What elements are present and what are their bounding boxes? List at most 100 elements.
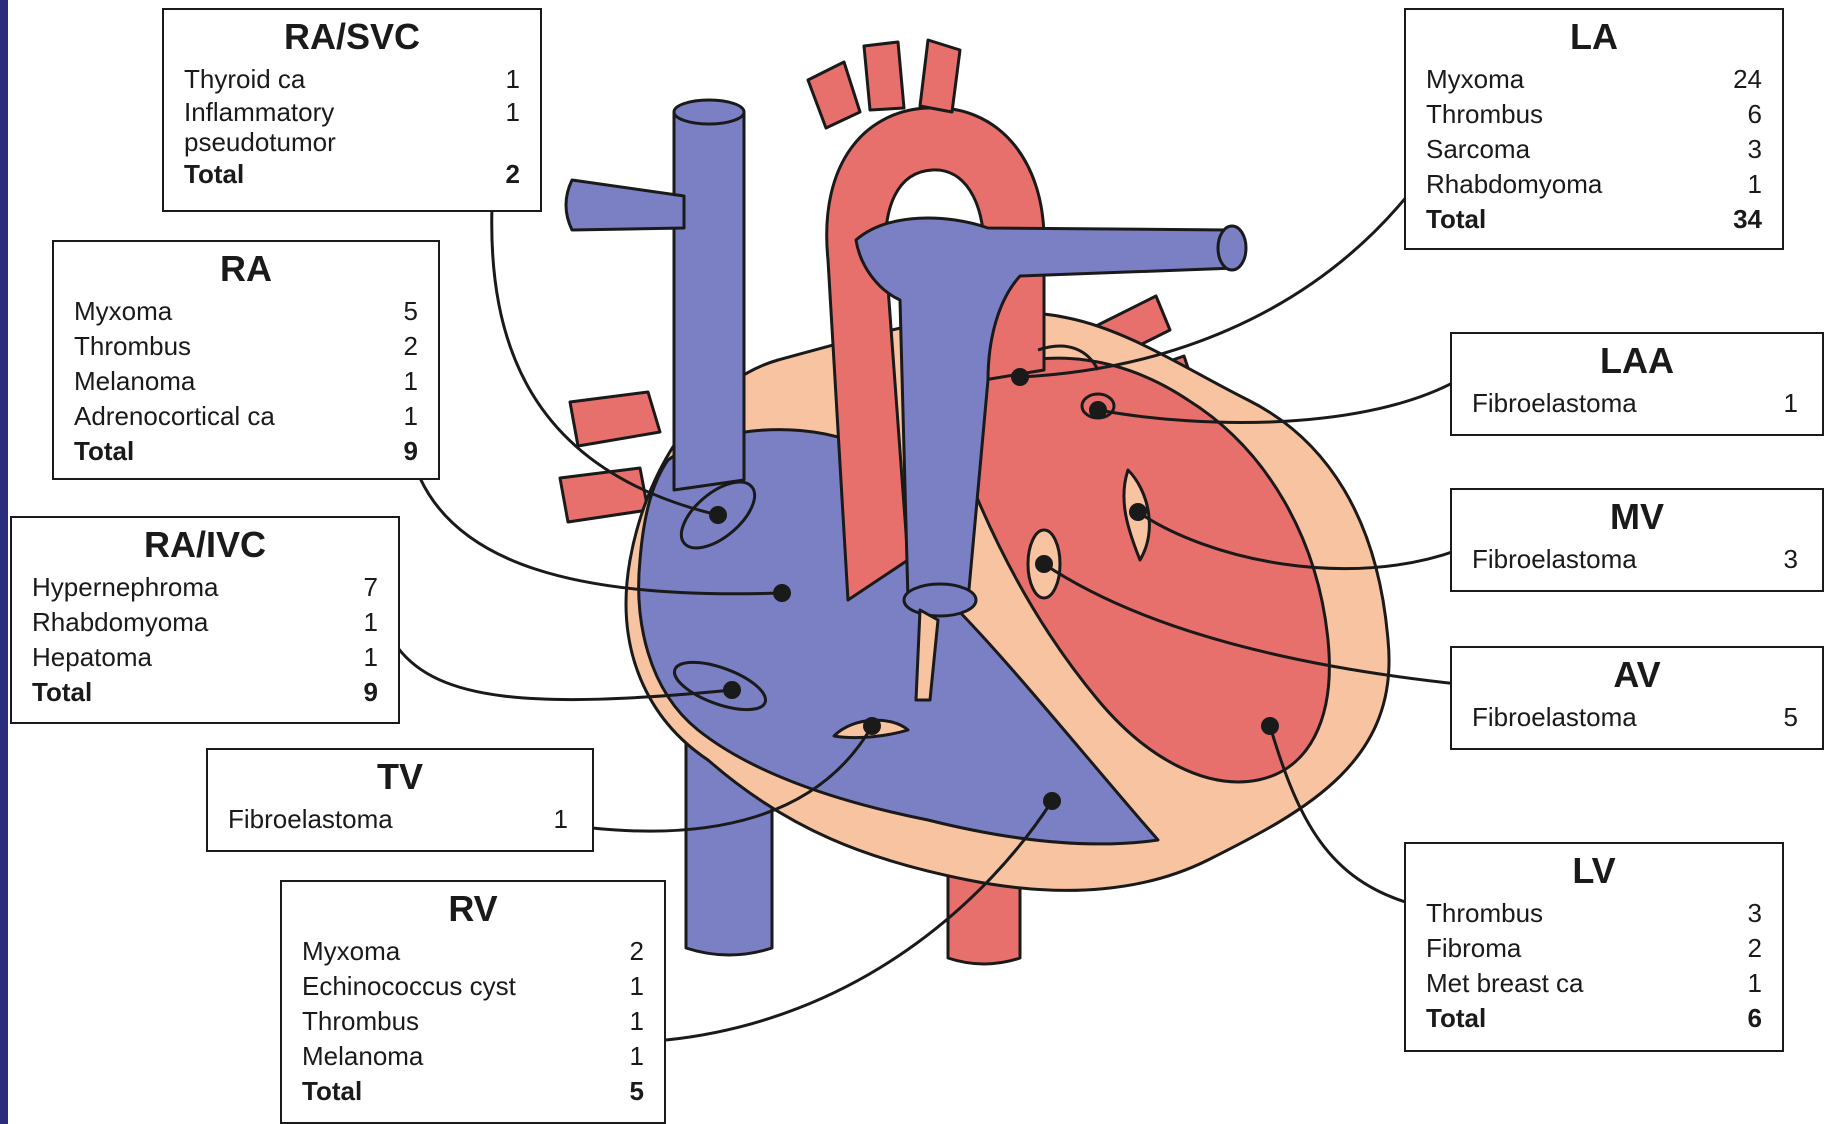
row-label: Echinococcus cyst — [302, 969, 516, 1004]
row-label: Thrombus — [1426, 97, 1543, 132]
table-row: Myxoma 2 — [302, 934, 644, 969]
row-label: Met breast ca — [1426, 966, 1584, 1001]
dot-laa — [1089, 401, 1107, 419]
dot-mv — [1129, 503, 1147, 521]
dot-la — [1011, 368, 1029, 386]
row-count: 1 — [1732, 966, 1762, 1001]
total-label: Total — [74, 434, 134, 469]
label-box-ra-svc: RA/SVC Thyroid ca1 Inflammatory pseudotu… — [162, 8, 542, 212]
table-row: Thrombus 3 — [1426, 896, 1762, 931]
table-row: Thrombus 6 — [1426, 97, 1762, 132]
row-count: 6 — [1732, 97, 1762, 132]
row-label: Melanoma — [302, 1039, 423, 1074]
table-row: Hepatoma 1 — [32, 640, 378, 675]
arch-branch-3 — [920, 40, 960, 112]
row-count: 3 — [1732, 896, 1762, 931]
total-row: Total 9 — [74, 434, 418, 469]
label-box-av: AV Fibroelastoma 5 — [1450, 646, 1824, 750]
box-title: LV — [1426, 852, 1762, 890]
row-count: 7 — [348, 570, 378, 605]
box-title: AV — [1472, 656, 1802, 694]
table-row: Thrombus 1 — [302, 1004, 644, 1039]
row-count: 1 — [1732, 167, 1762, 202]
total-count: 2 — [490, 157, 520, 192]
total-label: Total — [302, 1074, 362, 1109]
superior-vena-cava — [674, 112, 744, 490]
box-title: RA/IVC — [32, 526, 378, 564]
row-label: Thrombus — [302, 1004, 419, 1039]
row-label: Melanoma — [74, 364, 195, 399]
row-count: 1 — [388, 399, 418, 434]
row-label: Rhabdomyoma — [32, 605, 208, 640]
row-label: Thrombus — [1426, 896, 1543, 931]
box-title: LAA — [1472, 342, 1802, 380]
table-row: Melanoma 1 — [74, 364, 418, 399]
row-count: 2 — [614, 934, 644, 969]
total-count: 5 — [614, 1074, 644, 1109]
box-title: MV — [1472, 498, 1802, 536]
row-count: 3 — [1768, 542, 1798, 577]
row-count: 1 — [348, 640, 378, 675]
row-count: 1 — [614, 1039, 644, 1074]
row-label: Myxoma — [302, 934, 400, 969]
row-count: 1 — [490, 97, 520, 127]
table-row: Adrenocortical ca 1 — [74, 399, 418, 434]
row-label: Myxoma — [1426, 62, 1524, 97]
row-label: Inflammatory pseudotumor — [184, 97, 404, 157]
total-label: Total — [1426, 1001, 1486, 1036]
svc-opening — [674, 100, 744, 124]
total-row: Total 6 — [1426, 1001, 1762, 1036]
brachiocephalic-vein — [566, 180, 684, 230]
table-row: Hypernephroma 7 — [32, 570, 378, 605]
row-label: Fibroelastoma — [1472, 386, 1637, 421]
total-label: Total — [1426, 202, 1486, 237]
row-count: 2 — [388, 329, 418, 364]
table-row: Rhabdomyoma 1 — [32, 605, 378, 640]
row-label: Hepatoma — [32, 640, 152, 675]
row-label: Fibroelastoma — [1472, 542, 1637, 577]
table-row: Echinococcus cyst 1 — [302, 969, 644, 1004]
box-title: TV — [228, 758, 572, 796]
dot-ra — [773, 584, 791, 602]
right-pulmonary-artery-lower — [560, 468, 648, 522]
arch-branch-1 — [808, 62, 860, 128]
table-row: Myxoma5 — [74, 294, 418, 329]
box-title: RA/SVC — [184, 18, 520, 56]
row-count: 1 — [614, 1004, 644, 1039]
row-count: 5 — [1768, 700, 1798, 735]
row-label: Adrenocortical ca — [74, 399, 275, 434]
table-row: Fibroelastoma 3 — [1472, 542, 1802, 577]
box-title: LA — [1426, 18, 1762, 56]
label-box-lv: LV Thrombus 3 Fibroma2 Met breast ca 1 Tot… — [1404, 842, 1784, 1052]
total-count: 9 — [388, 434, 418, 469]
dot-lv — [1261, 717, 1279, 735]
dot-ra-ivc — [723, 681, 741, 699]
row-label: Rhabdomyoma — [1426, 167, 1602, 202]
row-count: 1 — [614, 969, 644, 1004]
box-title: RV — [302, 890, 644, 928]
row-label: Thrombus — [74, 329, 191, 364]
pulmonary-valve — [904, 584, 976, 616]
row-count: 1 — [490, 62, 520, 97]
total-label: Total — [32, 675, 92, 710]
label-box-mv: MV Fibroelastoma 3 — [1450, 488, 1824, 592]
row-label: Fibroelastoma — [228, 802, 393, 837]
total-count: 6 — [1732, 1001, 1762, 1036]
row-count: 1 — [348, 605, 378, 640]
table-row: Fibroelastoma 5 — [1472, 700, 1802, 735]
table-row: Melanoma 1 — [302, 1039, 644, 1074]
row-label: Fibroelastoma — [1472, 700, 1637, 735]
table-row: Thrombus 2 — [74, 329, 418, 364]
table-row: Inflammatory pseudotumor 1 — [184, 97, 520, 157]
row-label: Hypernephroma — [32, 570, 218, 605]
row-count: 1 — [388, 364, 418, 399]
